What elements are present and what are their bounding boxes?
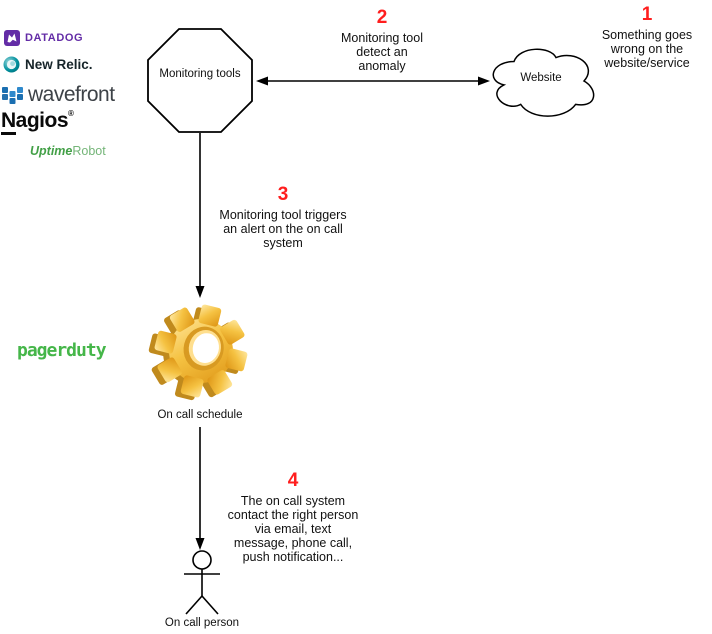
step-3: 3 Monitoring tool triggers an alert on t… [203,184,363,250]
newrelic-wordmark: New Relic. [25,57,93,72]
arrow-monitoring-website [256,76,490,86]
arrow-schedule-person [195,427,205,550]
newrelic-icon [3,56,20,73]
nagios-wordmark: Nagios® [1,109,74,135]
on-call-schedule-label: On call schedule [157,409,243,421]
datadog-logo: DATADOG [4,30,83,46]
arrow-monitoring-schedule [195,133,205,298]
pagerduty-wordmark: pagerduty [17,340,107,361]
wavefront-logo: wavefront [2,83,115,107]
step-3-text: Monitoring tool triggers an alert on the… [219,208,347,250]
step-1-number: 1 [641,4,653,25]
nagios-n: N [1,109,16,135]
nagios-rest: agios [15,109,69,132]
uptimerobot-uptime: Uptime [30,144,73,158]
step-4-text: The on call system contact the right per… [227,494,359,564]
step-2-text: Monitoring tool detect an anomaly [341,31,423,73]
step-1: 1 Something goes wrong on the website/se… [577,4,712,70]
website-cloud-node [492,48,595,117]
datadog-icon [4,30,20,46]
step-3-number: 3 [277,184,289,205]
wavefront-wordmark: wavefront [28,83,115,106]
on-call-person-label: On call person [164,617,240,629]
on-call-person-figure [184,550,220,615]
pagerduty-logo: pagerduty [17,340,107,361]
step-4: 4 The on call system contact the right p… [213,470,373,564]
newrelic-logo: New Relic. [3,56,93,73]
step-1-text: Something goes wrong on the website/serv… [601,28,693,70]
gear-icon [148,304,248,401]
step-4-number: 4 [287,470,299,491]
nagios-registered-mark: ® [68,109,74,118]
uptimerobot-robot: Robot [72,144,106,158]
nagios-logo: Nagios® [1,109,74,135]
wavefront-icon [2,87,23,104]
monitoring-tools-label: Monitoring tools [159,68,241,80]
website-label: Website [520,72,562,84]
monitoring-tools-node [147,28,253,133]
datadog-wordmark: DATADOG [25,32,84,44]
step-2: 2 Monitoring tool detect an anomaly [312,7,452,73]
step-2-number: 2 [376,7,388,28]
